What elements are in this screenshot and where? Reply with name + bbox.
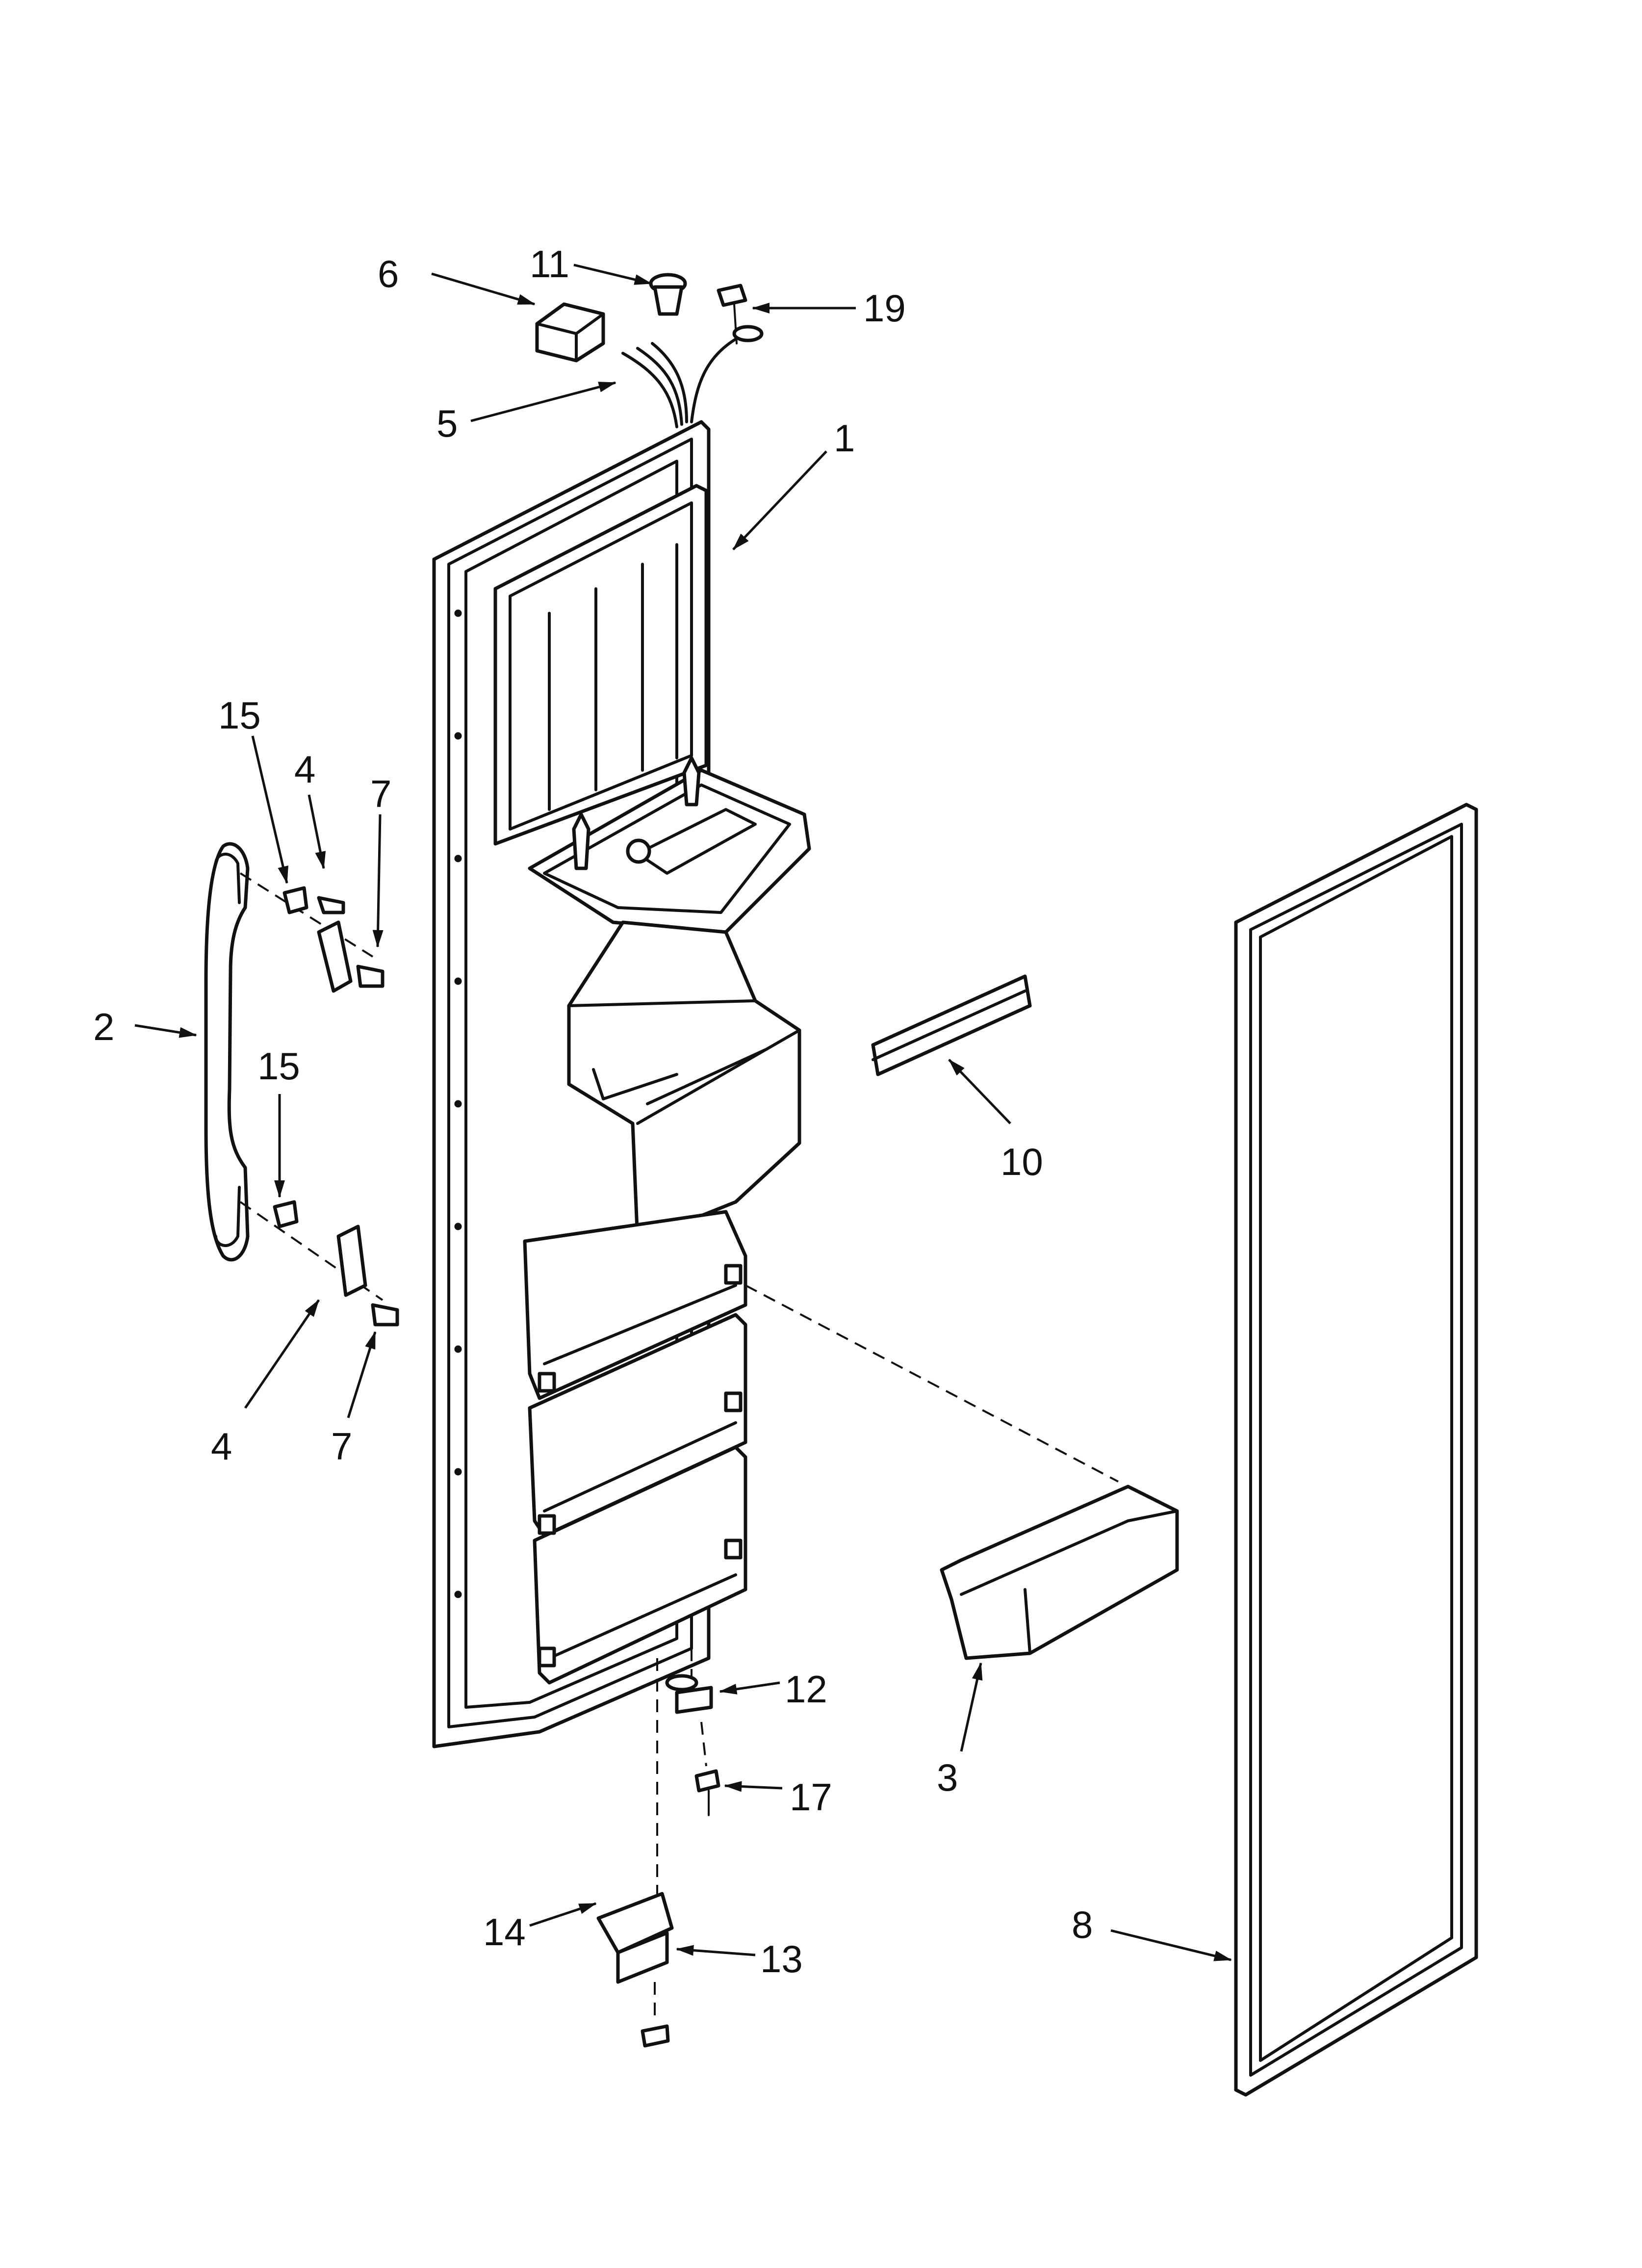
top-components xyxy=(535,273,764,428)
callout-15-upper: 15 xyxy=(218,694,261,737)
door-edge-holes xyxy=(454,609,462,1598)
callout-17: 17 xyxy=(790,1775,832,1819)
trim-strip xyxy=(871,974,1032,1076)
callout-19: 19 xyxy=(863,287,906,330)
callout-2: 2 xyxy=(93,1005,114,1048)
callout-1: 1 xyxy=(834,417,855,460)
callout-11: 11 xyxy=(530,242,569,286)
callout-4-upper: 4 xyxy=(294,748,315,791)
lower-handle-hardware xyxy=(239,1200,399,1327)
freezer-door xyxy=(432,420,811,1748)
door-bin xyxy=(745,1284,1179,1660)
hinge-hardware xyxy=(596,1648,720,2048)
upper-handle-hardware xyxy=(239,872,385,993)
callout-3: 3 xyxy=(937,1756,958,1799)
callout-labels: 1 2 3 4 4 5 6 7 7 8 10 11 12 13 14 15 15… xyxy=(93,242,1093,1981)
callout-7-lower: 7 xyxy=(331,1425,352,1468)
callout-7-upper: 7 xyxy=(370,772,391,815)
callout-4-lower: 4 xyxy=(211,1425,232,1468)
callout-13: 13 xyxy=(760,1937,803,1981)
callout-14: 14 xyxy=(483,1910,526,1954)
leader-lines xyxy=(134,263,1232,1961)
callout-5: 5 xyxy=(436,402,458,445)
door-shelves xyxy=(523,1210,747,1685)
door-gasket xyxy=(1234,803,1478,2097)
callout-6: 6 xyxy=(378,252,399,295)
door-handle xyxy=(204,842,250,1262)
callout-12: 12 xyxy=(785,1668,827,1711)
callout-8: 8 xyxy=(1072,1903,1093,1946)
callout-10: 10 xyxy=(1001,1140,1043,1183)
callout-15-lower: 15 xyxy=(257,1044,300,1088)
